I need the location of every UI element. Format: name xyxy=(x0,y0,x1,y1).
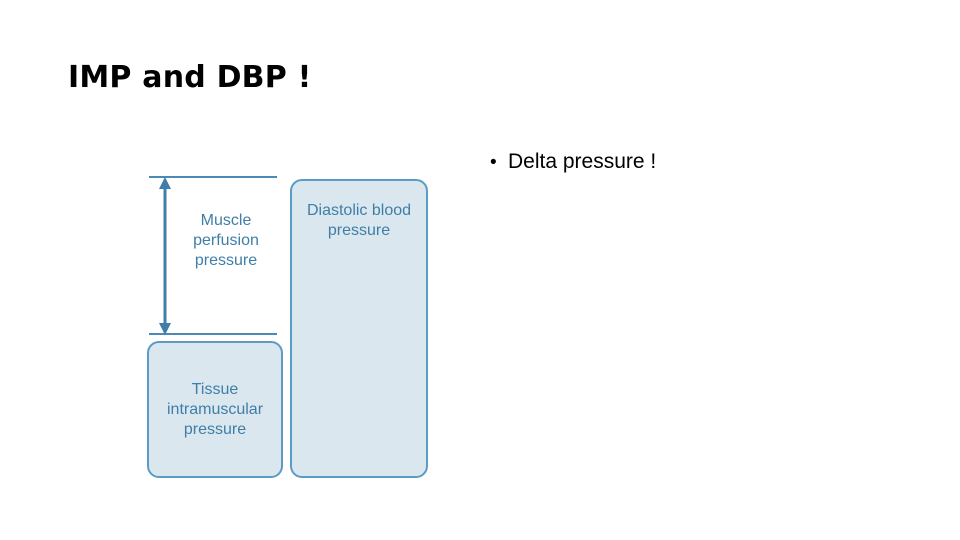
bullet-item-label: Delta pressure ! xyxy=(508,150,657,173)
page-title: IMP and DBP ! xyxy=(68,60,312,95)
middle-reference-line xyxy=(149,333,277,335)
diastolic-blood-pressure-box: Diastolic blood pressure xyxy=(290,179,428,478)
tissue-intramuscular-pressure-box: Tissue intramuscular pressure xyxy=(147,341,283,478)
top-reference-line xyxy=(149,176,277,178)
body-bullet-list: • Delta pressure ! xyxy=(490,148,920,177)
tissue-intramuscular-pressure-label: Tissue intramuscular pressure xyxy=(166,380,264,438)
list-item: • Delta pressure ! xyxy=(490,148,920,177)
muscle-perfusion-pressure-diagram: Muscle perfusion pressure Tissue intramu… xyxy=(140,165,440,490)
double-headed-arrow-icon xyxy=(159,177,171,335)
diastolic-blood-pressure-label: Diastolic blood pressure xyxy=(306,202,412,239)
bullet-point-icon: • xyxy=(490,152,497,173)
muscle-perfusion-pressure-label: Muscle perfusion pressure xyxy=(193,212,259,269)
